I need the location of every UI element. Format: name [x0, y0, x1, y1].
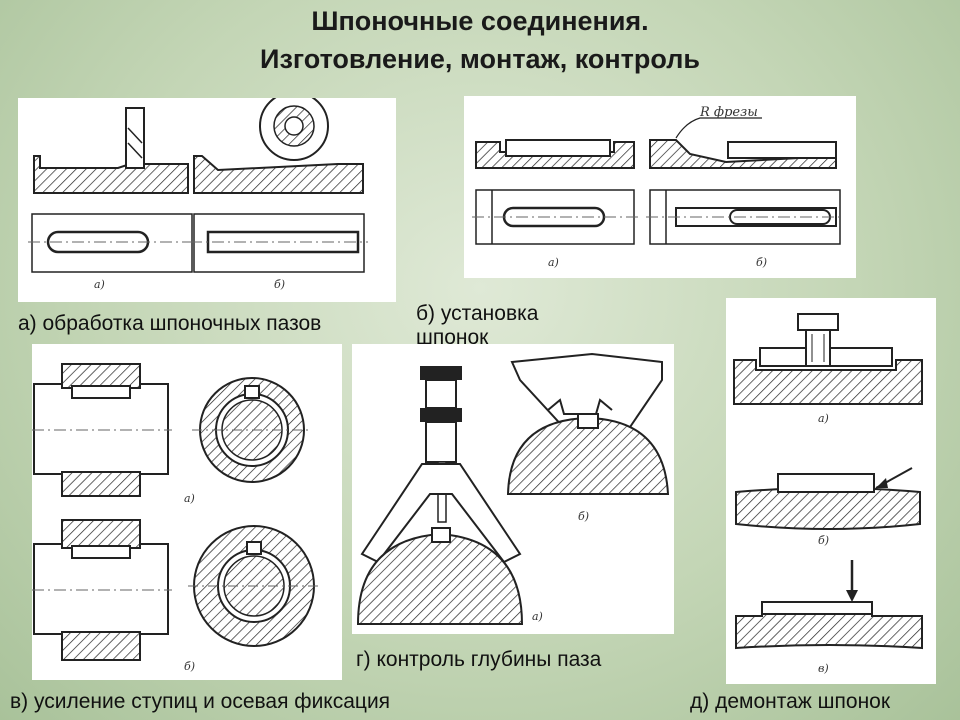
sublabel-b: б)	[818, 534, 829, 547]
sublabel-b: б)	[578, 510, 589, 523]
key-removal-pry	[735, 467, 921, 530]
caption-hub-reinforcement: в) усиление ступиц и осевая фиксация	[10, 690, 391, 713]
slide-title-line2: Изготовление, монтаж, контроль	[260, 44, 700, 74]
sublabel-a: а)	[184, 492, 195, 505]
sublabel-a: а)	[818, 412, 829, 425]
hub-cross-section-top	[192, 377, 312, 483]
figure-hub-reinforcement: а) б)	[32, 344, 342, 680]
slide-title-line1: Шпоночные соединения.	[311, 6, 649, 36]
figure-keyway-depth-control: а) б)	[352, 344, 674, 634]
caption-keyway-depth-control: г) контроль глубины паза	[356, 648, 602, 671]
sublabel-b: б)	[184, 660, 195, 673]
sublabel-b: б)	[756, 256, 767, 269]
figure-keyway-machining: а) б)	[18, 98, 396, 302]
shaft-section-disk-cutter	[193, 98, 364, 194]
shaft-section-endmill	[33, 107, 189, 194]
keyway-slot-rounded-view	[28, 213, 196, 273]
sublabel-b: б)	[274, 278, 285, 291]
figure-key-removal: а) б) в)	[726, 298, 936, 684]
sublabel-v: в)	[818, 662, 829, 675]
shaft-with-key-section	[475, 139, 635, 169]
cutter-radius-note: R фрезы	[699, 105, 758, 120]
shaft-with-key-plan-view	[472, 189, 640, 245]
figure-key-installation: R фрезы а) б)	[464, 96, 856, 278]
shaft-with-key-plan-view-cutter	[646, 189, 844, 245]
hub-cross-section-bottom	[188, 525, 320, 647]
caption-keyway-machining: а) обработка шпоночных пазов	[18, 312, 322, 335]
hub-assembly-bottom	[32, 519, 172, 661]
key-removal-tap	[735, 560, 923, 650]
sublabel-a: а)	[94, 278, 105, 291]
caption-key-removal: д) демонтаж шпонок	[690, 690, 891, 713]
shaft-with-key-section-cutter	[649, 117, 837, 169]
key-removal-screw	[733, 313, 923, 405]
sublabel-a: а)	[532, 610, 543, 623]
shaft-section-template	[506, 413, 670, 495]
shaft-section-gauged	[356, 527, 524, 625]
caption-key-installation: б) установка шпонок	[416, 302, 539, 350]
keyway-slot-square-view	[190, 213, 368, 273]
v-block-gauge	[360, 463, 522, 564]
hub-assembly-top	[32, 363, 172, 497]
sublabel-a: а)	[548, 256, 559, 269]
template-gauge	[510, 352, 663, 431]
